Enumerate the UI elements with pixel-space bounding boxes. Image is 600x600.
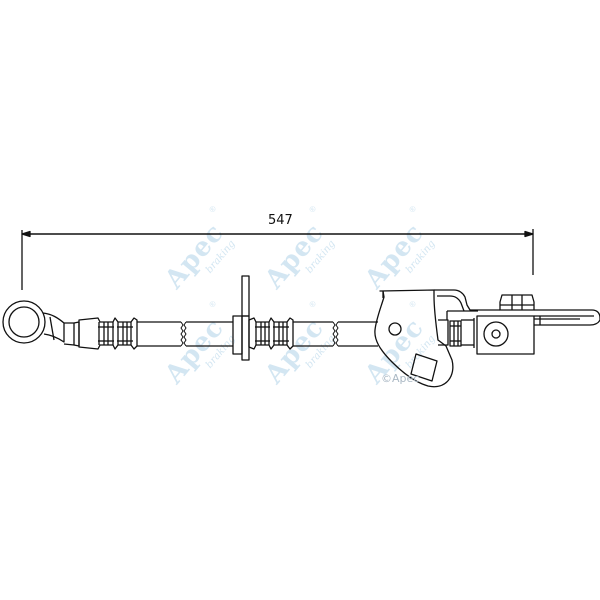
middle-ferrule	[248, 317, 294, 350]
pipe-stub	[534, 309, 600, 326]
banjo-fitting	[2, 300, 80, 347]
mounting-tab	[232, 275, 250, 361]
dimension-line	[21, 229, 534, 290]
bracket-plate	[374, 289, 500, 388]
left-ferrule	[78, 317, 138, 350]
hose-segment	[137, 321, 233, 347]
hose-segment	[293, 321, 378, 347]
copyright-text: ©Apec	[381, 372, 420, 385]
fitting-block	[476, 315, 535, 355]
right-ferrule	[438, 310, 478, 348]
hex-nut	[499, 294, 535, 311]
dimension-value: 547	[268, 213, 293, 228]
